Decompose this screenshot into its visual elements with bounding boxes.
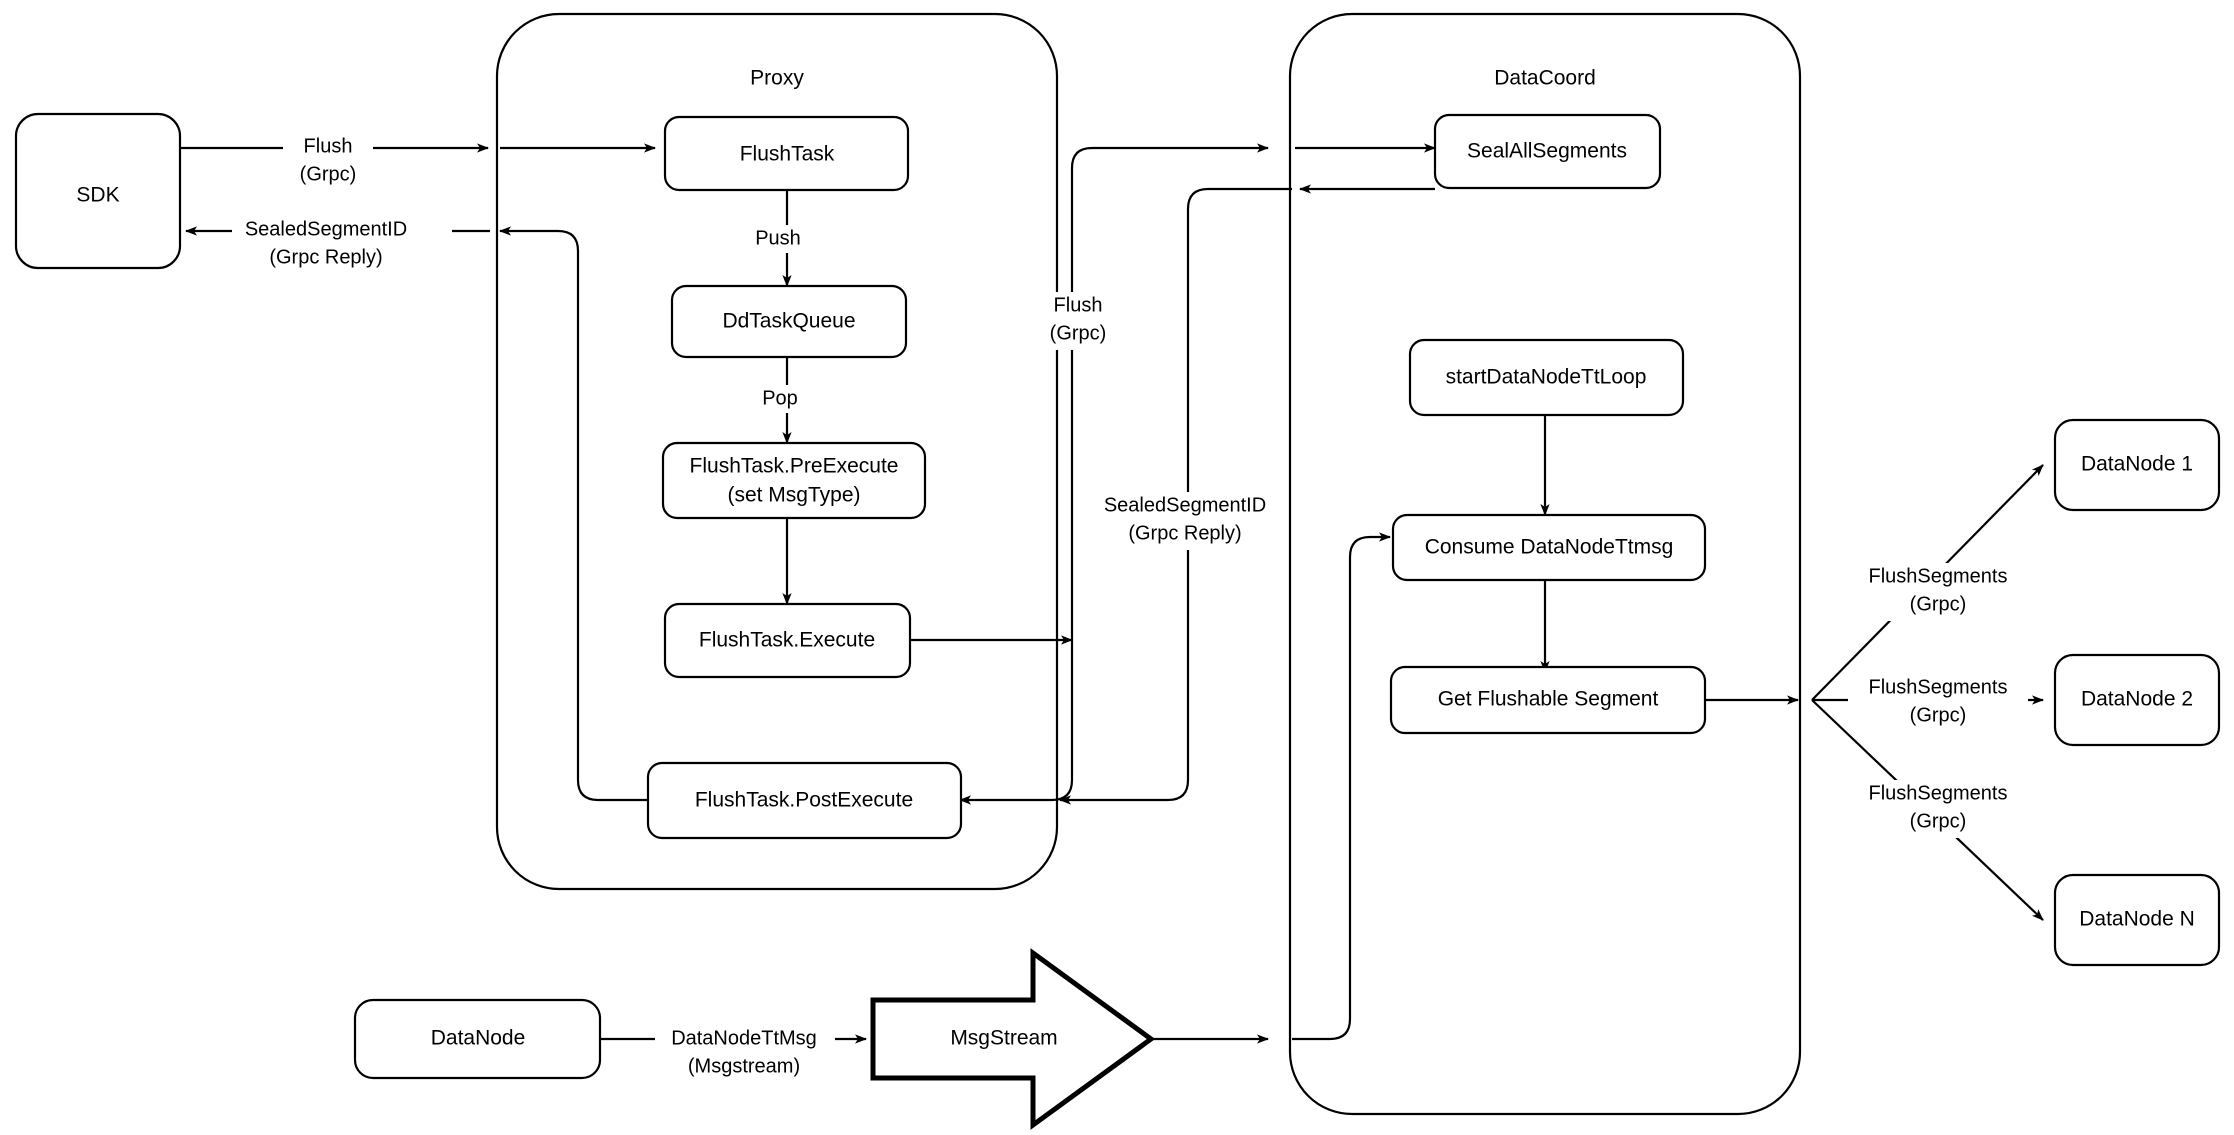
node-get-flushable-segment-label: Get Flushable Segment — [1438, 688, 1659, 711]
label-bg-sealed-sdk — [232, 216, 452, 244]
node-startdatanodettloop-label: startDataNodeTtLoop — [1446, 366, 1647, 389]
edge-label-proxy-to-dc-line2: (Grpc) — [1050, 322, 1107, 344]
edge-label-datanode-ttmsg-line2: (Msgstream) — [688, 1055, 800, 1077]
edge-label-flushsegments-1-line1: FlushSegments — [1869, 565, 2008, 587]
node-datanode-n-label: DataNode N — [2079, 908, 2195, 931]
node-flushtask-preexecute[interactable] — [661, 441, 927, 520]
node-flushtask-execute[interactable] — [663, 602, 912, 679]
node-datanode-1-label: DataNode 1 — [2081, 453, 2193, 476]
node-get-flushable-segment[interactable] — [1389, 665, 1707, 735]
edge-label-datanode-ttmsg-line1: DataNodeTtMsg — [671, 1027, 817, 1049]
label-bg-fs2 — [1848, 675, 2028, 733]
node-startdatanodettloop[interactable] — [1408, 338, 1685, 417]
edge-label-dc-to-proxy-line2: (Grpc Reply) — [1128, 522, 1241, 544]
node-flushtask-preexecute-label-line2: (set MsgType) — [727, 484, 860, 507]
node-flushtask-postexecute[interactable] — [646, 761, 963, 840]
node-consume-datanodettmsg-label: Consume DataNodeTtmsg — [1425, 536, 1674, 559]
edge-label-flushsegments-n-line1: FlushSegments — [1869, 782, 2008, 804]
node-sealallsegments[interactable] — [1433, 113, 1662, 190]
group-proxy-title: Proxy — [750, 67, 804, 90]
edge-label-dc-to-proxy-line1: SealedSegmentID — [1104, 494, 1266, 516]
node-sdk[interactable] — [14, 112, 182, 270]
node-datanode-1[interactable] — [2053, 418, 2221, 512]
edge-datacoord-boundary-to-consume — [1292, 532, 1391, 1041]
node-consume-datanodettmsg[interactable] — [1391, 513, 1707, 582]
node-flushtask[interactable] — [663, 115, 910, 192]
label-bg-flush-sdk — [283, 132, 373, 160]
edge-label-flushsegments-1-line2: (Grpc) — [1910, 593, 1967, 615]
edge-label-sdk-to-proxy-line2: (Grpc) — [300, 163, 357, 185]
group-datacoord-title: DataCoord — [1494, 67, 1596, 90]
label-bg-flush-dc — [1036, 292, 1116, 350]
label-bg-fsn — [1848, 780, 2028, 838]
node-flushtask-execute-label: FlushTask.Execute — [699, 629, 875, 652]
node-ddtaskqueue[interactable] — [670, 284, 908, 359]
edge-label-flushsegments-2-line2: (Grpc) — [1910, 704, 1967, 726]
node-flushtask-preexecute-label-line1: FlushTask.PreExecute — [690, 455, 899, 478]
group-datacoord-container — [1288, 12, 1802, 1116]
edge-label-proxy-to-sdk-line2: (Grpc Reply) — [269, 246, 382, 268]
edge-label-proxy-to-dc-line1: Flush — [1054, 294, 1103, 316]
label-bg-sealed-dc — [1092, 492, 1282, 550]
label-bg-ttmsg — [655, 1025, 835, 1053]
edge-label-proxy-to-sdk-line1: SealedSegmentID — [245, 218, 407, 240]
node-msgstream-label: MsgStream — [950, 1027, 1057, 1050]
edge-postexecute-to-proxy-boundary — [499, 226, 648, 802]
node-sdk-label: SDK — [76, 184, 119, 207]
edge-label-sdk-to-proxy-line1: Flush — [304, 135, 353, 157]
node-datanode-2[interactable] — [2053, 653, 2221, 747]
edge-flush-rail-to-datacoord — [1070, 143, 1269, 640]
edge-label-flushsegments-n-line2: (Grpc) — [1910, 810, 1967, 832]
label-bg-fs1 — [1848, 563, 2028, 621]
node-flushtask-postexecute-label: FlushTask.PostExecute — [695, 789, 913, 812]
edge-flush-rail-down-to-postexecute — [959, 640, 1074, 805]
edge-label-push: Push — [755, 227, 801, 249]
node-datanode-source[interactable] — [353, 998, 602, 1080]
group-proxy-container — [495, 12, 1059, 891]
node-ddtaskqueue-label: DdTaskQueue — [722, 310, 855, 333]
node-datanode-2-label: DataNode 2 — [2081, 688, 2193, 711]
edge-label-flushsegments-2-line1: FlushSegments — [1869, 676, 2008, 698]
node-datanode-source-label: DataNode — [431, 1027, 526, 1050]
node-sealallsegments-label: SealAllSegments — [1467, 140, 1627, 163]
label-bg-pop — [752, 385, 808, 413]
label-bg-push — [748, 225, 810, 253]
node-flushtask-label: FlushTask — [740, 143, 835, 166]
node-datanode-n[interactable] — [2053, 873, 2221, 967]
node-msgstream-shape[interactable] — [870, 948, 1156, 1130]
edge-label-pop: Pop — [762, 387, 798, 409]
